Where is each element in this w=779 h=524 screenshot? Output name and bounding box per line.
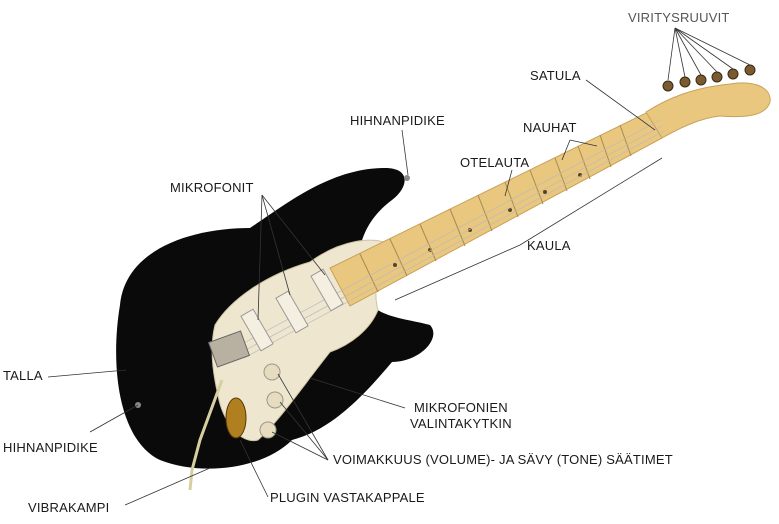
output-jack bbox=[225, 397, 247, 439]
leader-lines bbox=[47, 27, 751, 506]
label-pickup-selector-line1: MIKROFONIEN bbox=[413, 400, 508, 415]
label-strap-button-top: HIHNANPIDIKE bbox=[350, 113, 445, 128]
bridge bbox=[207, 330, 251, 368]
label-jack: PLUGIN VASTAKAPPALE bbox=[270, 490, 425, 505]
label-pickup-selector-line2: VALINTAKYTKIN bbox=[410, 416, 512, 431]
label-pickup-selector: MIKROFONIEN VALINTAKYTKIN bbox=[410, 400, 512, 432]
label-bridge: TALLA bbox=[3, 368, 43, 383]
label-tremolo-arm: VIBRAKAMPI bbox=[28, 500, 110, 515]
label-neck: KAULA bbox=[527, 238, 571, 253]
headstock bbox=[645, 82, 771, 139]
label-frets: NAUHAT bbox=[523, 120, 577, 135]
tuning-pegs bbox=[662, 64, 756, 92]
label-pickups: MIKROFONIT bbox=[170, 180, 254, 195]
label-controls: VOIMAKKUUS (VOLUME)- JA SÄVY (TONE) SÄÄT… bbox=[333, 452, 673, 467]
label-strap-button-bottom: HIHNANPIDIKE bbox=[3, 440, 98, 455]
control-knobs bbox=[259, 363, 284, 439]
label-nut: SATULA bbox=[530, 68, 581, 83]
label-fretboard: OTELAUTA bbox=[460, 155, 530, 170]
pickups bbox=[240, 268, 344, 352]
tremolo-arm bbox=[188, 379, 224, 491]
label-tuners: VIRITYSRUUVIT bbox=[628, 10, 730, 25]
